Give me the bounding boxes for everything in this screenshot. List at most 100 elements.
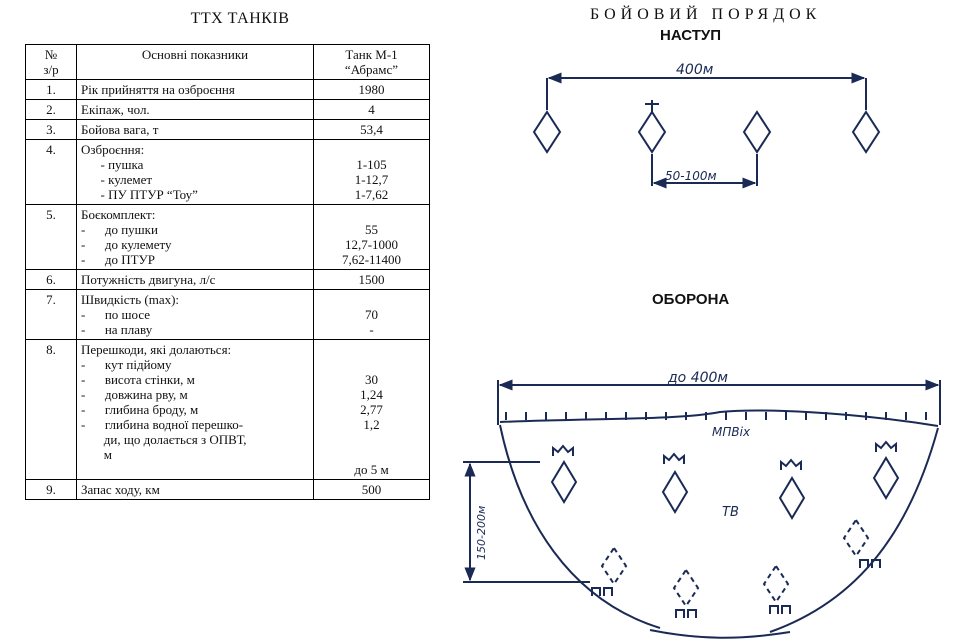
- mpvih-label: МПВіх: [712, 425, 751, 439]
- defense-area-boundary: [649, 629, 791, 639]
- tank-icon: [778, 476, 806, 520]
- header-value: Танк М-1 “Абрамс”: [313, 44, 430, 80]
- defense-title: ОБОРОНА: [652, 291, 730, 308]
- value-line: 500: [361, 482, 382, 497]
- value-line: 2,77: [360, 402, 383, 417]
- parameter-line: - до ПТУР: [81, 252, 155, 267]
- value-line: 1500: [358, 272, 385, 287]
- parameter-line: - до пушки: [81, 222, 158, 237]
- row-parameter: Озброєння: - пушка - кулемет - ПУ ПТУР “…: [76, 139, 314, 205]
- attack-diagram: [532, 72, 881, 189]
- defense-width-label: до 400м: [667, 370, 728, 386]
- row-value: 500: [313, 479, 430, 500]
- parameter-line: Боєкомплект:: [81, 207, 156, 222]
- tank-icon: [872, 456, 900, 500]
- row-parameter: Запас ходу, км: [76, 479, 314, 500]
- header-value-line: Танк М-1: [345, 47, 398, 62]
- table-title: ТТХ ТАНКІВ: [190, 10, 290, 27]
- reserve-tank-icon: [842, 518, 870, 558]
- defense-diagram: [463, 379, 941, 639]
- value-line: 1-7,62: [354, 187, 389, 202]
- parameter-line: Запас ходу, км: [81, 482, 160, 497]
- value-line: 1980: [358, 82, 385, 97]
- attack-title: НАСТУП: [660, 27, 722, 44]
- crown-icon: [875, 440, 897, 452]
- parameter-line: - глибина броду, м: [81, 402, 199, 417]
- attack-width-label: 400м: [676, 62, 714, 78]
- trench-icon: [675, 609, 697, 618]
- value-line: 1,24: [360, 387, 383, 402]
- value-line: 4: [368, 102, 375, 117]
- reserve-tank-icon: [762, 564, 790, 604]
- header-value-line: “Абрамс”: [344, 62, 399, 77]
- header-num-line: №: [44, 47, 58, 62]
- parameter-line: ди, що долається з ОПВТ,: [81, 432, 247, 447]
- trench-icon: [859, 559, 881, 568]
- parameter-line: - до кулемету: [81, 237, 172, 252]
- attack-interval-label: 50-100м: [665, 169, 717, 183]
- header-num-line: з/р: [43, 62, 59, 77]
- parameter-line: Озброєння:: [81, 142, 145, 157]
- parameter-line: - на плаву: [81, 322, 153, 337]
- parameter-line: - ПУ ПТУР “Тоу”: [81, 187, 198, 202]
- ttx-table: № з/р Основні показники Танк М-1 “Абрамс…: [25, 44, 430, 500]
- tank-icon: [851, 110, 881, 154]
- parameter-line: Швидкість (max):: [81, 292, 180, 307]
- crown-icon: [552, 444, 574, 456]
- value-line: до 5 м: [354, 462, 389, 477]
- parameter-line: Перешкоди, які долаються:: [81, 342, 232, 357]
- parameter-line: Бойова вага, т: [81, 122, 159, 137]
- reserve-tank-icon: [672, 568, 700, 608]
- header-num: № з/р: [25, 44, 77, 80]
- parameter-line: - пушка: [81, 157, 144, 172]
- defense-area-boundary: [499, 424, 661, 629]
- tank-icon: [550, 460, 578, 504]
- reserve-tank-icon: [600, 546, 628, 586]
- value-line: 1-12,7: [354, 172, 389, 187]
- parameter-line: Потужність двигуна, л/с: [81, 272, 216, 287]
- zone-label: ТВ: [722, 505, 739, 520]
- value-line: 53,4: [360, 122, 383, 137]
- parameter-line: - кулемет: [81, 172, 153, 187]
- parameter-line: - довжина рву, м: [81, 387, 188, 402]
- value-line: 12,7-1000: [344, 237, 399, 252]
- battle-order-title: БОЙОВИЙ ПОРЯДОК: [590, 6, 822, 23]
- mpvih-ticks: [505, 412, 927, 420]
- parameter-line: - по шосе: [81, 307, 151, 322]
- crown-icon: [663, 452, 685, 464]
- tank-icon: [637, 110, 667, 154]
- tank-icon: [742, 110, 772, 154]
- value-line: 7,62-11400: [341, 252, 402, 267]
- parameter-line: - кут підйому: [81, 357, 172, 372]
- value-line: 1-105: [356, 157, 387, 172]
- tank-icon: [661, 470, 689, 514]
- value-line: 55: [365, 222, 378, 237]
- tank-icon: [532, 110, 562, 154]
- trench-icon: [591, 587, 613, 596]
- row-parameter: Перешкоди, які долаються:- кут підйому- …: [76, 339, 314, 480]
- depth-label: 150-200м: [475, 506, 488, 560]
- table-row: 8.Перешкоди, які долаються:- кут підйому…: [25, 339, 430, 480]
- parameter-line: Рік прийняття на озброєння: [81, 82, 235, 97]
- row-number: 4.: [25, 139, 77, 205]
- parameter-line: м: [81, 447, 112, 462]
- crown-icon: [780, 458, 802, 470]
- value-line: 30: [365, 372, 378, 387]
- row-parameter: Бойова вага, т: [76, 119, 314, 140]
- parameter-line: - висота стінки, м: [81, 372, 195, 387]
- defense-area-boundary: [769, 427, 939, 633]
- value-line: -: [369, 322, 374, 337]
- row-number: 8.: [25, 339, 77, 480]
- parameter-line: Екіпаж, чол.: [81, 102, 150, 117]
- table-row: 4.Озброєння: - пушка - кулемет - ПУ ПТУР…: [25, 139, 430, 205]
- parameter-line: - глибина водної перешко-: [81, 417, 244, 432]
